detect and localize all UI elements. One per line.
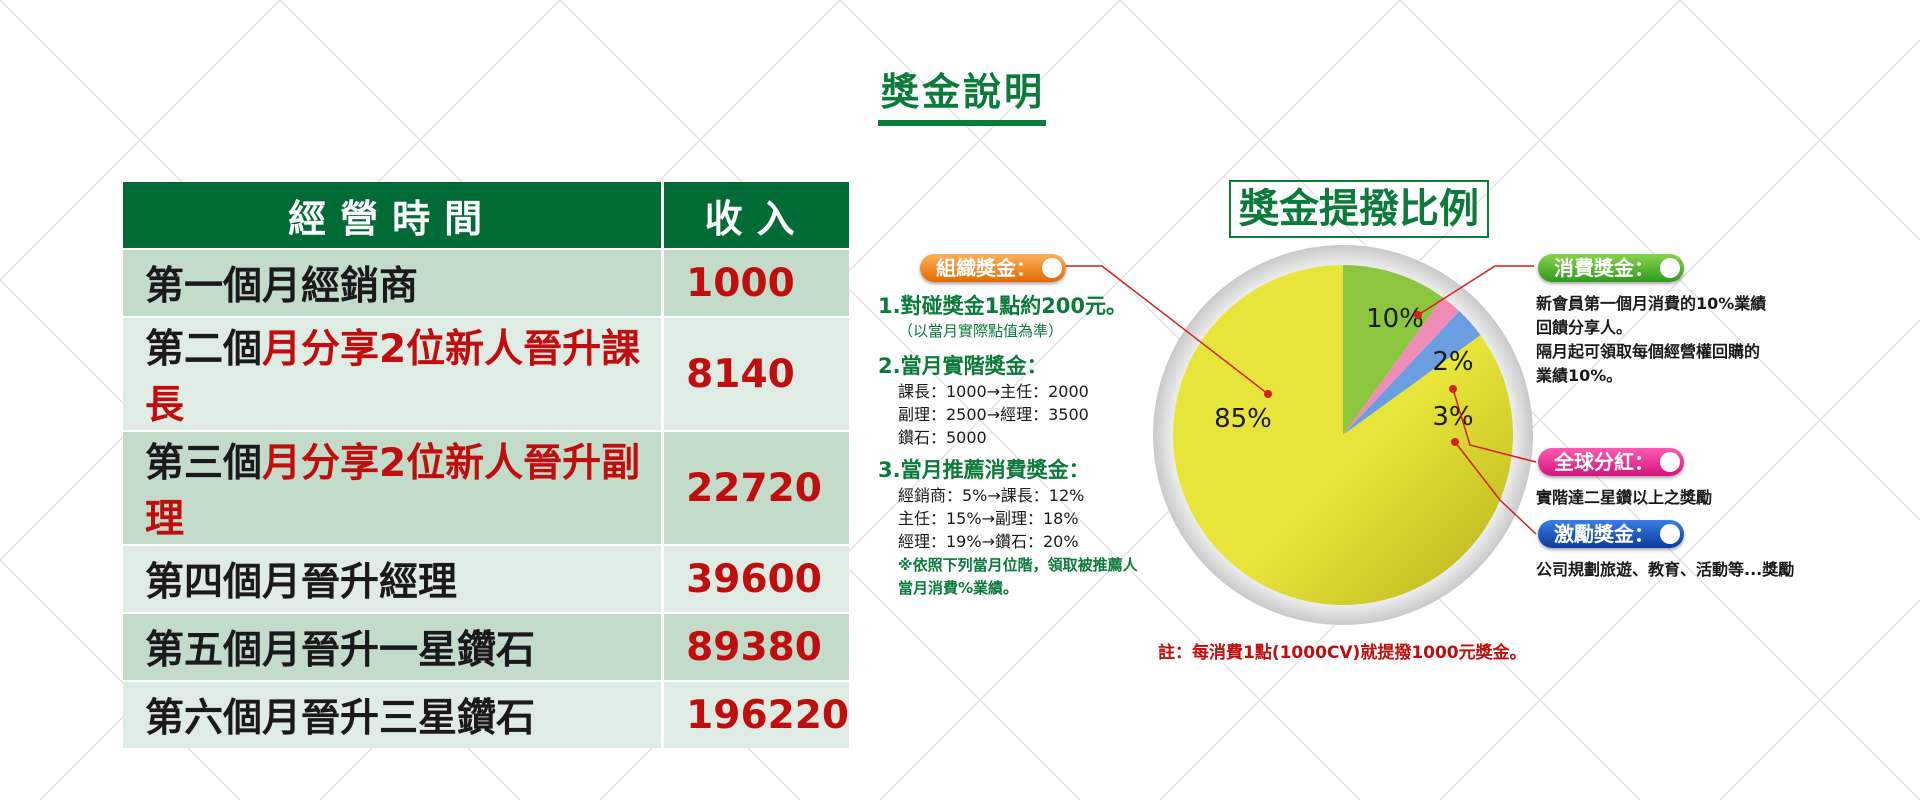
pie-slice — [1173, 265, 1513, 605]
header-income: 收入 — [662, 182, 849, 249]
incentive-bonus-tag: 激勵獎金： — [1538, 520, 1684, 548]
income-cell: 89380 — [661, 612, 849, 681]
item2-line: 課長：1000→主任：2000 — [898, 382, 1089, 401]
pie-slice-label: 3% — [1432, 402, 1473, 432]
income-cell: 196220 — [661, 680, 849, 748]
item3-note: 當月消費%業績。 — [898, 579, 1019, 597]
org-bonus-tag: 組織獎金： — [920, 254, 1066, 282]
consume-line: 業績10%。 — [1536, 366, 1623, 385]
pie-slice — [1343, 265, 1443, 435]
item3-line: 經銷商：5%→課長：12% — [898, 486, 1085, 505]
consume-line: 新會員第一個月消費的10%業績 — [1536, 294, 1767, 313]
period-highlight: 月分享2位新人晉升課長 — [145, 327, 641, 428]
global-text: 實階達二星鑽以上之獎勵 — [1536, 488, 1713, 507]
connector-dot — [1264, 390, 1272, 398]
period-text: 第四個月晉升經理 — [145, 560, 458, 605]
tag-dot-icon — [1042, 258, 1062, 278]
item2-line: 副理：2500→經理：3500 — [898, 405, 1089, 424]
bg-line — [1159, 38, 1920, 800]
consume-line: 隔月起可領取每個經營權回購的 — [1536, 342, 1761, 361]
incentive-bonus-label: 激勵獎金： — [1554, 522, 1654, 546]
pie-slice-label: 85% — [1214, 404, 1272, 434]
pie-slice — [1343, 297, 1460, 435]
item1-note: （以當月實際點值為準） — [898, 322, 1064, 340]
period-cell: 第一個月經銷商 — [123, 248, 663, 317]
period-cell: 第六個月晉升三星鑽石 — [123, 680, 663, 748]
consume-bonus-tag: 消費獎金： — [1538, 254, 1684, 282]
period-cell: 第二個月分享2位新人晉升課長 — [123, 316, 663, 431]
connector-dot — [1449, 385, 1457, 393]
tag-dot-icon — [1660, 452, 1680, 472]
bg-line — [1719, 598, 1920, 800]
period-cell: 第五個月晉升一星鑽石 — [123, 612, 663, 681]
income-cell: 1000 — [661, 248, 849, 317]
item2-line: 鑽石：5000 — [898, 428, 987, 447]
consume-line: 回饋分享人。 — [1536, 318, 1633, 337]
bg-line — [1399, 0, 1920, 522]
consume-bonus-label: 消費獎金： — [1554, 256, 1654, 280]
global-bonus-label: 全球分紅： — [1554, 450, 1654, 474]
org-connector — [1056, 265, 1269, 395]
item1-title: 1.對碰獎金1點約200元。 — [878, 294, 1128, 318]
income-cell: 8140 — [661, 316, 849, 431]
footnote: 註：每消費1點(1000CV)就提撥1000元獎金。 — [1158, 643, 1527, 663]
bg-line — [0, 558, 241, 800]
income-cell: 39600 — [661, 544, 849, 613]
period-highlight: 月分享2位新人晉升副理 — [145, 441, 641, 542]
period-text: 第二個 — [145, 327, 263, 372]
tag-dot-icon — [1660, 258, 1680, 278]
page-title: 獎金說明 — [880, 70, 1045, 114]
item3-note: ※依照下列當月位階，領取被推薦人 — [898, 556, 1138, 574]
consume-connector — [1417, 265, 1534, 316]
income-cell: 22720 — [661, 430, 849, 545]
period-text: 第三個 — [145, 441, 263, 486]
table-header-row: 經營時間 收入 — [123, 182, 849, 249]
period-text: 第六個月晉升三星鑽石 — [145, 696, 536, 741]
period-text: 第五個月晉升一星鑽石 — [145, 628, 536, 673]
connector-dot — [1451, 438, 1459, 446]
table-row: 第四個月晉升經理 39600 — [123, 544, 849, 613]
period-text: 第一個月經銷商 — [145, 264, 419, 309]
item3-line: 主任：15%→副理：18% — [898, 509, 1079, 528]
bg-line — [0, 0, 281, 282]
chart-title: 獎金提撥比例 — [1229, 180, 1489, 238]
table-row: 第六個月晉升三星鑽石 196220 — [123, 680, 849, 748]
pie-slice — [1343, 311, 1481, 435]
pie-slice-label: 10% — [1366, 304, 1424, 334]
period-cell: 第三個月分享2位新人晉升副理 — [123, 430, 663, 545]
period-cell: 第四個月晉升經理 — [123, 544, 663, 613]
item2-title: 2.當月實階獎金： — [878, 354, 1048, 378]
tag-dot-icon — [1660, 524, 1680, 544]
incentive-connector — [1454, 441, 1537, 535]
item3-title: 3.當月推薦消費獎金： — [878, 458, 1090, 482]
bg-line — [1679, 0, 1920, 242]
org-bonus-label: 組織獎金： — [936, 256, 1036, 280]
bg-line — [1439, 318, 1920, 800]
header-period: 經營時間 — [123, 182, 665, 249]
bg-line — [559, 0, 1361, 800]
connector-dot — [1414, 311, 1422, 319]
global-bonus-tag: 全球分紅： — [1538, 448, 1684, 476]
global-connector — [1452, 388, 1537, 463]
table-row: 第一個月經銷商 1000 — [123, 248, 849, 317]
incentive-text: 公司規劃旅遊、教育、活動等...獎勵 — [1536, 560, 1795, 579]
pie-chart: 10% 2% 3% 85% — [1153, 245, 1533, 625]
title-underline — [878, 120, 1046, 126]
pie-slice-label: 2% — [1432, 347, 1473, 377]
table-row: 第五個月晉升一星鑽石 89380 — [123, 612, 849, 681]
item3-line: 經理：19%→鑽石：20% — [898, 532, 1079, 551]
